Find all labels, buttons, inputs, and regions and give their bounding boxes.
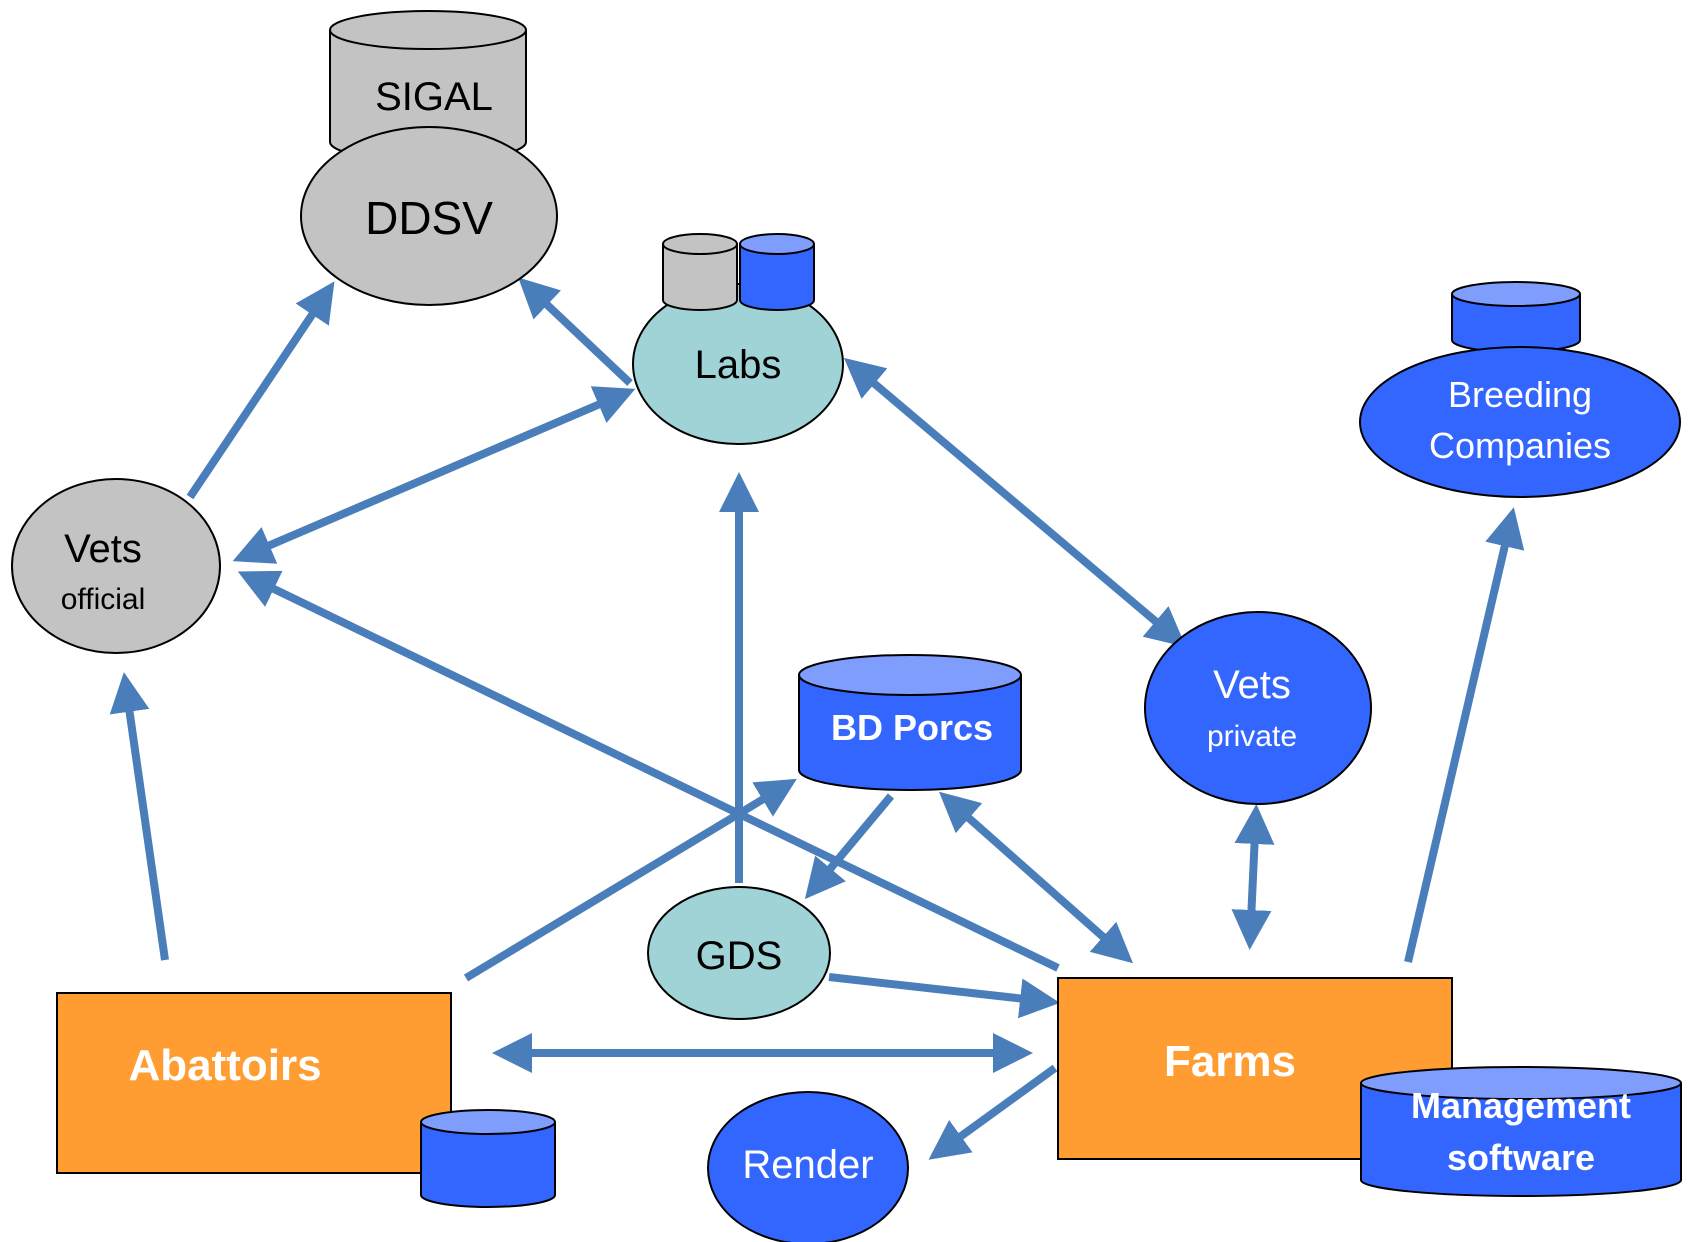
arrow-farms-to-vets-official [237, 570, 1060, 972]
arrows [109, 277, 1525, 1160]
bd-porcs-database: BD Porcs [798, 654, 1022, 791]
arrow-farms-to-breeding [1404, 507, 1525, 963]
management-label-line2: software [1447, 1137, 1595, 1178]
labs-label: Labs [695, 343, 782, 387]
gds-label: GDS [696, 934, 783, 978]
abattoirs-label: Abattoirs [128, 1041, 321, 1090]
arrow-bd-porcs-farms [939, 791, 1133, 964]
arrow-abattoirs-to-vets-official [109, 672, 169, 961]
management-label-line1: Management [1411, 1085, 1631, 1126]
vets-official-node: Vets official [11, 478, 221, 654]
labs-gray-database [662, 233, 738, 311]
arrow-labs-to-ddsv [518, 277, 633, 386]
sigal-database: SIGAL [329, 10, 527, 162]
render-label: Render [742, 1143, 873, 1187]
breeding-label-line1: Breeding [1448, 374, 1592, 415]
bd-porcs-label: BD Porcs [831, 707, 993, 748]
sigal-label: SIGAL [375, 75, 493, 119]
abattoirs-database [420, 1109, 556, 1208]
arrow-labs-vets-private [843, 357, 1187, 648]
arrow-vets-official-labs [232, 386, 636, 564]
vets-private-sublabel: private [1207, 720, 1297, 753]
vets-official-sublabel: official [61, 583, 146, 616]
farms-label: Farms [1164, 1037, 1296, 1086]
vets-private-node: Vets private [1144, 611, 1372, 805]
labs-blue-database [739, 233, 815, 311]
ddsv-label: DDSV [365, 192, 493, 244]
breeding-label-line2: Companies [1429, 425, 1611, 466]
arrow-abattoirs-to-bd-porcs [463, 778, 797, 982]
arrow-gds-to-farms [828, 973, 1060, 1019]
management-software-database: Management software [1360, 1066, 1682, 1197]
labs-node: Labs [632, 233, 844, 445]
gds-node: GDS [647, 886, 831, 1020]
farms-node: Farms Management software [1057, 977, 1682, 1197]
vets-official-label: Vets [64, 527, 142, 571]
breeding-companies-node: Breeding Companies [1359, 281, 1681, 498]
abattoirs-node: Abattoirs [56, 992, 556, 1208]
vets-private-label: Vets [1213, 663, 1291, 707]
ddsv-node: DDSV [300, 126, 558, 306]
arrow-vets-private-farms [1231, 804, 1275, 950]
render-node: Render [707, 1091, 909, 1242]
arrow-vets-official-to-ddsv [186, 281, 335, 500]
arrow-farms-to-render [928, 1064, 1058, 1160]
arrow-bd-porcs-to-gds [804, 793, 895, 900]
